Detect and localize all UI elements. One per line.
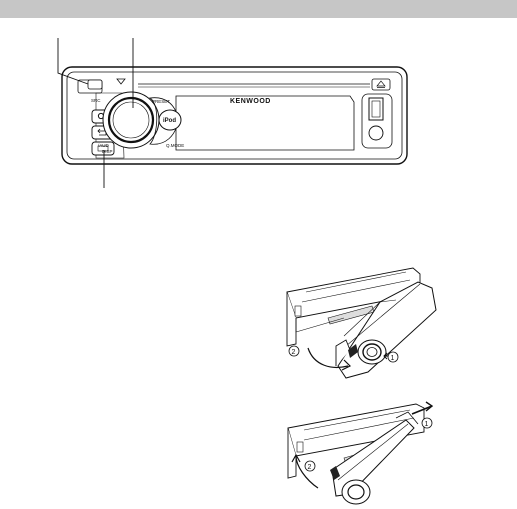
brand-logo: KENWOOD xyxy=(230,98,271,105)
svg-text:1: 1 xyxy=(425,421,429,428)
eject-button[interactable] xyxy=(372,79,390,90)
preset-label: PRESET xyxy=(152,99,170,104)
source-label: SRC xyxy=(91,98,101,103)
step-one-marker: 1 xyxy=(388,352,398,362)
svg-text:2: 2 xyxy=(308,464,312,471)
usb-port xyxy=(362,94,392,148)
attach-illustration xyxy=(288,402,432,504)
step-two-marker: 2 xyxy=(289,346,299,356)
step-two-marker-attach: 2 xyxy=(305,461,315,471)
qmode-label: Q.MODE xyxy=(166,143,184,148)
release-button[interactable] xyxy=(88,80,102,89)
svg-text:1: 1 xyxy=(391,355,395,362)
svg-text:2: 2 xyxy=(292,349,296,356)
ipod-button[interactable]: iPod xyxy=(159,110,181,130)
step-one-marker-attach: 1 xyxy=(422,418,432,428)
audio-label: /AUD xyxy=(98,143,110,148)
volume-knob[interactable] xyxy=(103,92,159,148)
detach-illustration xyxy=(287,268,436,378)
ipod-label: iPod xyxy=(163,118,176,124)
